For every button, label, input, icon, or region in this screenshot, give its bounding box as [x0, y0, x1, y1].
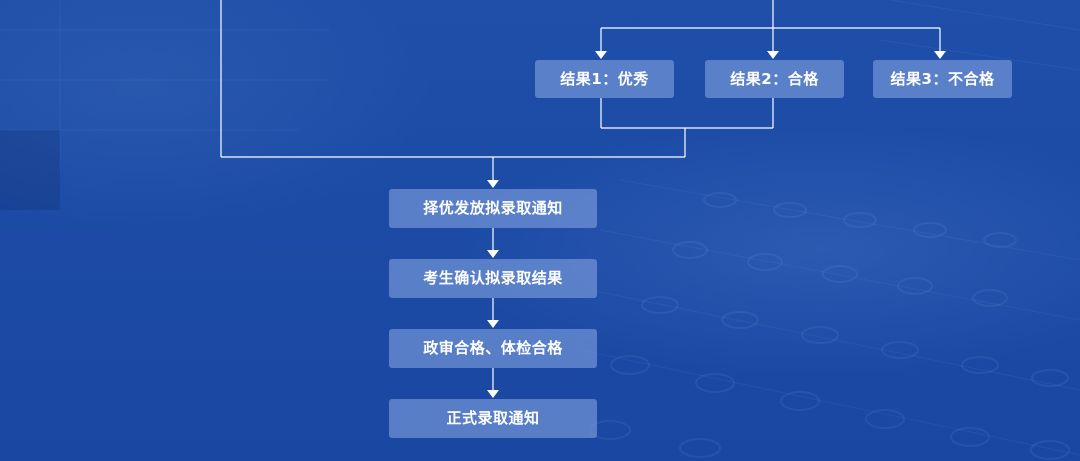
result-box-unqualified: 结果3：不合格: [873, 60, 1012, 98]
arrow-head-result-1: [595, 51, 607, 59]
arrow-head-step-2: [487, 250, 499, 258]
result-label-qualified: 结果2：合格: [730, 69, 819, 88]
step-label-official-admission-notice: 正式录取通知: [446, 409, 540, 427]
step-box-political-and-medical-check: 政审合格、体检合格: [389, 329, 597, 368]
result-label-unqualified: 结果3：不合格: [890, 69, 995, 88]
arrow-head-result-3: [934, 51, 946, 59]
step-label-political-and-medical-check: 政审合格、体检合格: [423, 339, 563, 357]
step-box-official-admission-notice: 正式录取通知: [389, 399, 597, 438]
step-box-preliminary-admission-notice: 择优发放拟录取通知: [389, 189, 597, 228]
step-label-preliminary-admission-notice: 择优发放拟录取通知: [423, 199, 563, 217]
arrow-head-step-1: [487, 180, 499, 188]
step-box-candidate-confirmation: 考生确认拟录取结果: [389, 259, 597, 298]
result-box-excellent: 结果1：优秀: [535, 60, 674, 98]
result-box-qualified: 结果2：合格: [705, 60, 844, 98]
step-label-candidate-confirmation: 考生确认拟录取结果: [423, 269, 563, 287]
arrow-head-step-3: [487, 320, 499, 328]
result-label-excellent: 结果1：优秀: [560, 69, 649, 88]
arrow-head-result-2: [767, 51, 779, 59]
arrow-head-step-4: [487, 390, 499, 398]
